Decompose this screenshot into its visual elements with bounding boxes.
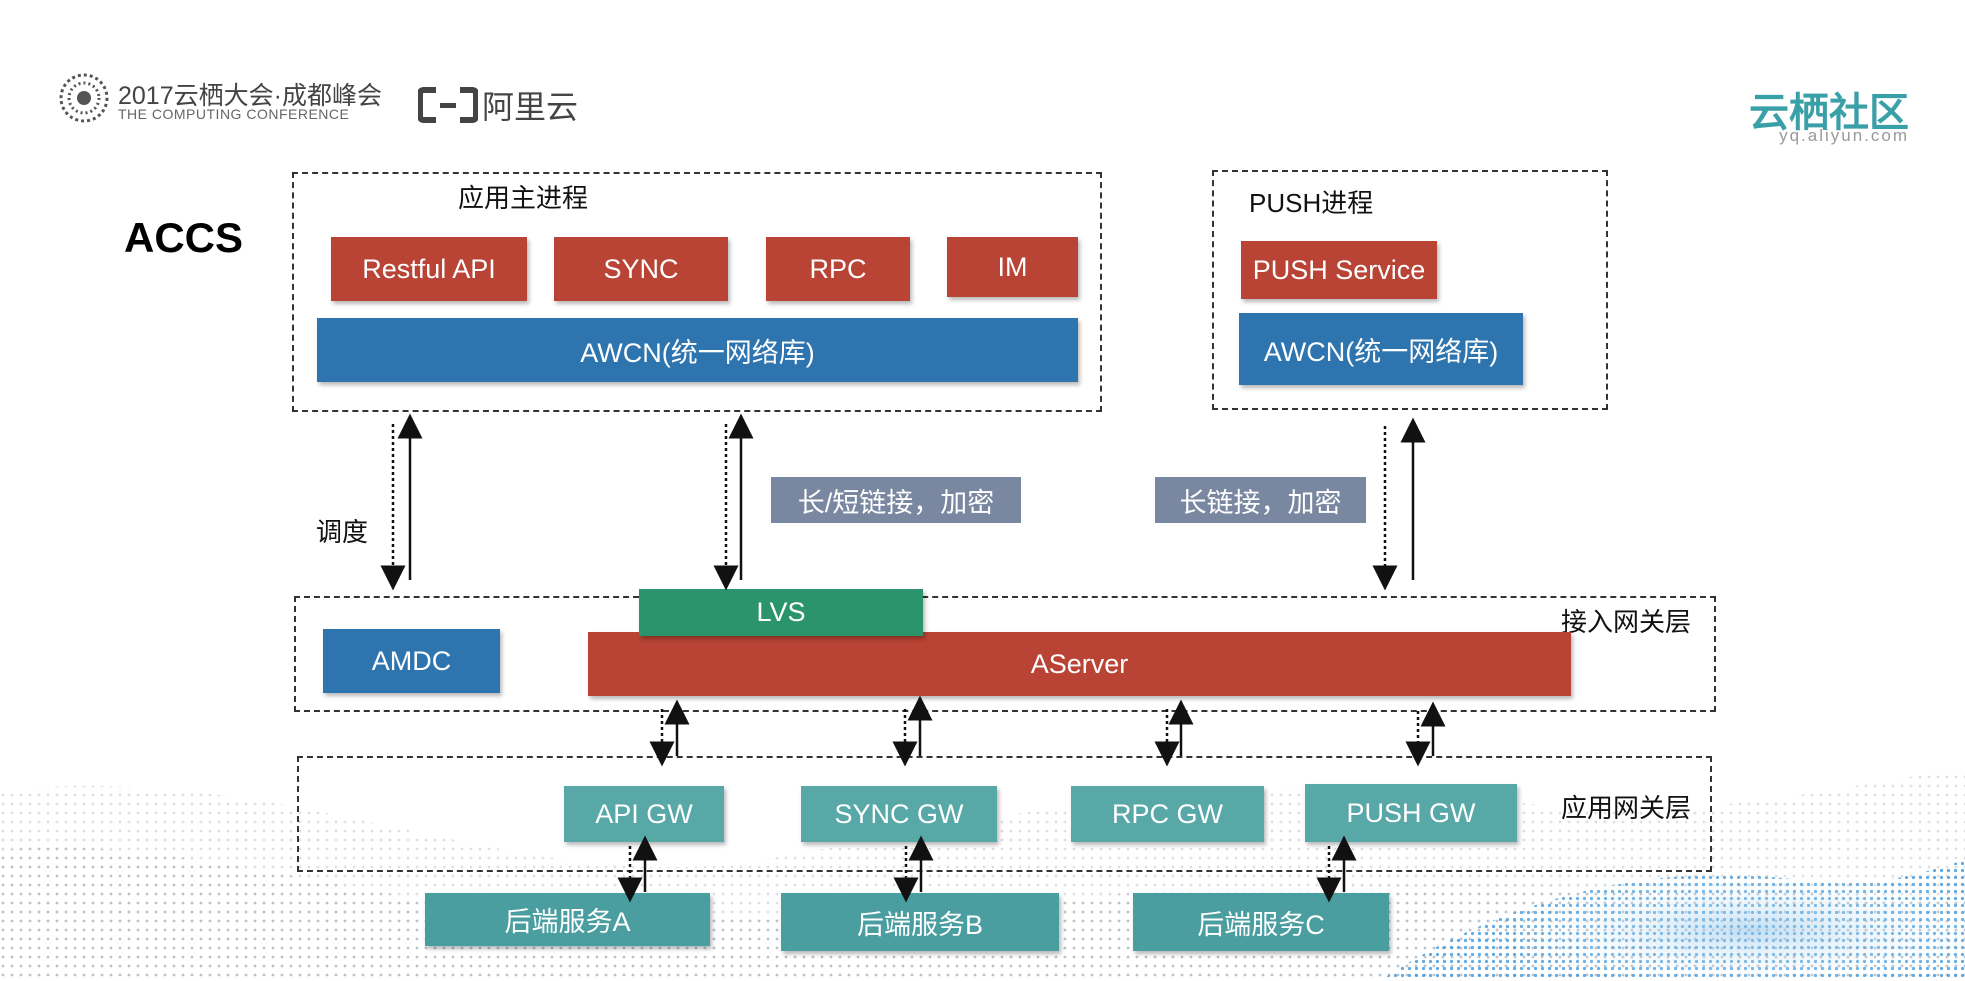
app-gateway-layer-title: 应用网关层: [1561, 793, 1692, 823]
aliyun-bracket-icon: [418, 87, 478, 123]
schedule-label: 调度: [316, 517, 369, 547]
community-title: 云栖社区: [1749, 91, 1909, 135]
push-process-title: PUSH进程: [1249, 188, 1374, 218]
backend-service-b: 后端服务B: [781, 893, 1059, 951]
aliyun-logo-text: 阿里云: [482, 89, 579, 125]
cloud-habitat-icon: [59, 73, 109, 123]
long-short-connection-label: 长/短链接，加密: [771, 477, 1021, 523]
conference-subtitle: THE COMPUTING CONFERENCE: [118, 106, 350, 122]
push-process-container: [1212, 170, 1608, 410]
rpc-module: RPC: [766, 237, 910, 301]
community-url: yq.aliyun.com: [1779, 126, 1909, 145]
api-gw-box: API GW: [564, 786, 724, 842]
conference-title: 2017云栖大会·成都峰会: [118, 82, 382, 110]
rpc-gw-box: RPC GW: [1071, 786, 1264, 842]
app-process-title: 应用主进程: [458, 183, 589, 213]
backend-service-a: 后端服务A: [425, 893, 710, 946]
im-module: IM: [947, 237, 1078, 297]
sync-module: SYNC: [554, 237, 728, 301]
push-service-module: PUSH Service: [1241, 241, 1437, 299]
access-layer-container: [294, 596, 1716, 712]
app-process-container: [292, 172, 1102, 412]
access-layer-title: 接入网关层: [1561, 607, 1692, 637]
aliyun-logo: 阿里云: [418, 82, 578, 128]
sync-gw-box: SYNC GW: [801, 786, 997, 842]
restful-api-module: Restful API: [331, 237, 527, 301]
long-connection-label: 长链接，加密: [1155, 477, 1366, 523]
push-gw-box: PUSH GW: [1305, 784, 1517, 842]
app-gateway-layer-container: [297, 756, 1712, 872]
amdc-box: AMDC: [323, 629, 500, 693]
backend-service-c: 后端服务C: [1133, 893, 1389, 951]
aserver-box: AServer: [588, 632, 1571, 696]
slide-title: ACCS: [124, 214, 244, 261]
push-awcn-network-lib: AWCN(统一网络库): [1239, 313, 1523, 385]
lvs-box: LVS: [639, 589, 923, 636]
conference-logo: [58, 72, 110, 124]
app-awcn-network-lib: AWCN(统一网络库): [317, 318, 1078, 382]
